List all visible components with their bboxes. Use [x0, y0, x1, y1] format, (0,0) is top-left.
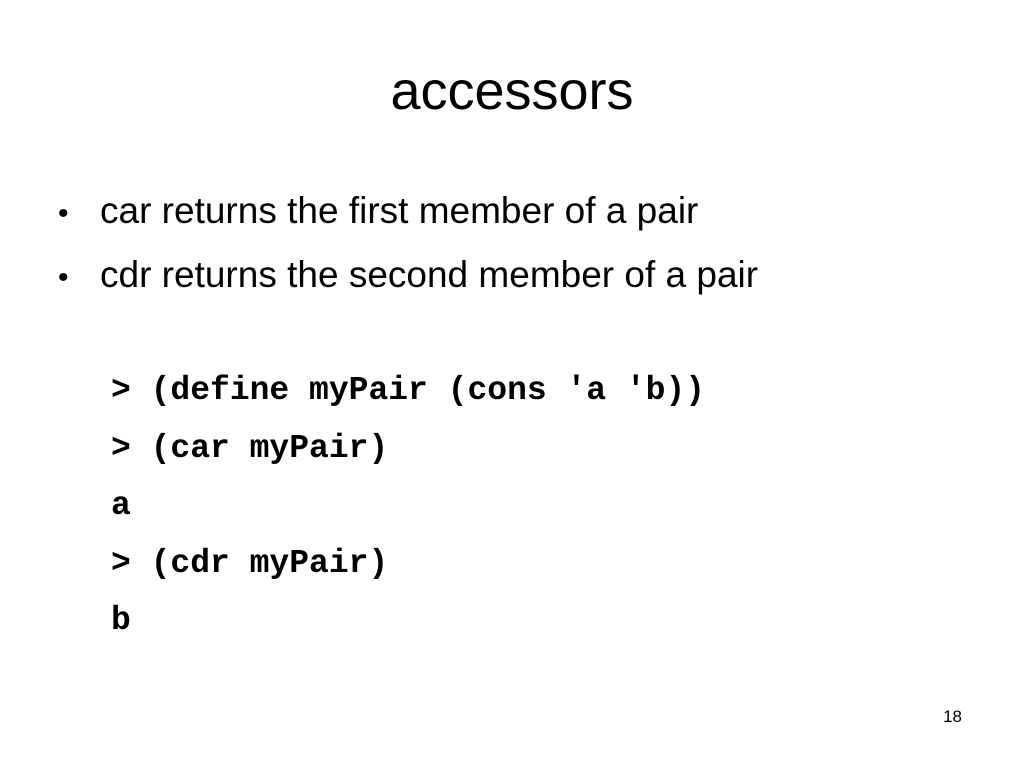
code-line: > (cdr myPair) — [111, 544, 389, 582]
code-line: a — [111, 487, 131, 524]
bullet-marker: • — [58, 197, 69, 230]
bullet-item: • cdr returns the second member of a pai… — [58, 254, 758, 297]
bullet-list: • car returns the first member of a pair… — [58, 190, 758, 317]
code-line: b — [111, 602, 131, 639]
code-line: > (define myPair (cons 'a 'b)) — [111, 372, 706, 409]
code-line: > (car myPair) — [111, 429, 389, 467]
code-example: > (define myPair (cons 'a 'b)) > (car my… — [111, 374, 705, 662]
bullet-text: cdr returns the second member of a pair — [100, 253, 759, 295]
bullet-marker: • — [58, 260, 69, 294]
page-number: 18 — [943, 707, 962, 726]
bullet-text: car returns the first member of a pair — [100, 190, 699, 231]
bullet-item: • car returns the first member of a pair — [58, 190, 758, 233]
slide-title: accessors — [390, 61, 634, 121]
